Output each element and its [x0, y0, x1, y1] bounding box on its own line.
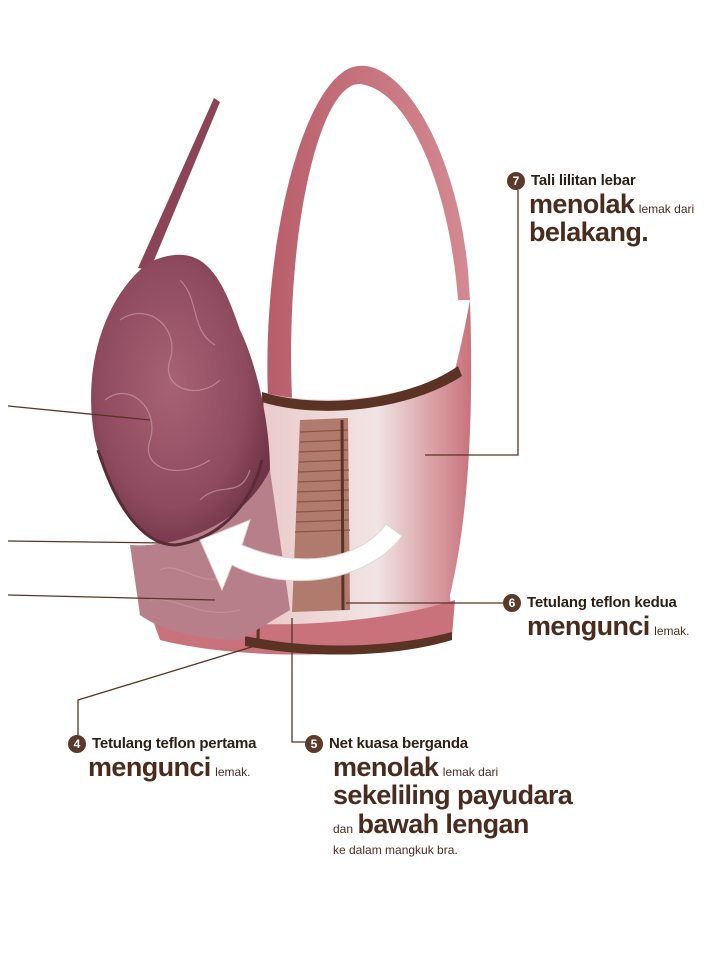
- top-trim: [262, 366, 462, 411]
- callout-4-number: 4: [68, 735, 86, 753]
- callout-5: 5 Net kuasa berganda menolak lemak dari s…: [305, 735, 573, 859]
- callout-6: 6 Tetulang teflon kedua mengunci lemak.: [503, 594, 690, 640]
- callout-7-big2: belakang.: [529, 217, 649, 248]
- callout-6-lead: Tetulang teflon kedua: [527, 594, 677, 612]
- callout-5-big2: sekeliling payudara: [333, 780, 573, 811]
- callout-7-lead: Tali lilitan lebar: [531, 172, 636, 190]
- callout-4-lead: Tetulang teflon pertama: [92, 735, 257, 753]
- callout-6-small1: lemak.: [654, 624, 690, 639]
- bottom-trim: [245, 632, 452, 655]
- callout-5-small2: dan: [333, 821, 354, 836]
- callout-5-number: 5: [305, 735, 323, 753]
- callout-5-big1: menolak: [333, 752, 439, 783]
- callout-4-big1: mengunci: [88, 752, 211, 783]
- teflon-bone-2: [340, 419, 345, 611]
- callout-6-number: 6: [503, 594, 521, 612]
- underwire-line: [96, 449, 264, 547]
- callout-5-big3: bawah lengan: [357, 808, 529, 839]
- callout-7-big1: menolak: [529, 189, 635, 220]
- shoulder-strap: [267, 65, 470, 398]
- callout-7-number: 7: [507, 172, 525, 190]
- callout-5-small1: lemak dari: [442, 765, 499, 780]
- callout-7: 7 Tali lilitan lebar menolak lemak dari b…: [507, 172, 694, 247]
- callout-7-small1: lemak dari: [638, 202, 695, 217]
- direction-arrow: [199, 519, 403, 592]
- power-net-stripes: [294, 429, 351, 533]
- callout-5-lead: Net kuasa berganda: [329, 735, 468, 753]
- lace-texture: [104, 279, 251, 613]
- callout-4: 4 Tetulang teflon pertama mengunci lemak.: [68, 735, 257, 783]
- callout-6-big1: mengunci: [527, 611, 650, 642]
- callout-4-small1: lemak.: [215, 765, 251, 780]
- lace-cup: [91, 254, 270, 545]
- front-strap: [138, 98, 220, 270]
- callout-5-small3: ke dalam mangkuk bra.: [333, 843, 458, 858]
- bottom-band: [150, 600, 455, 655]
